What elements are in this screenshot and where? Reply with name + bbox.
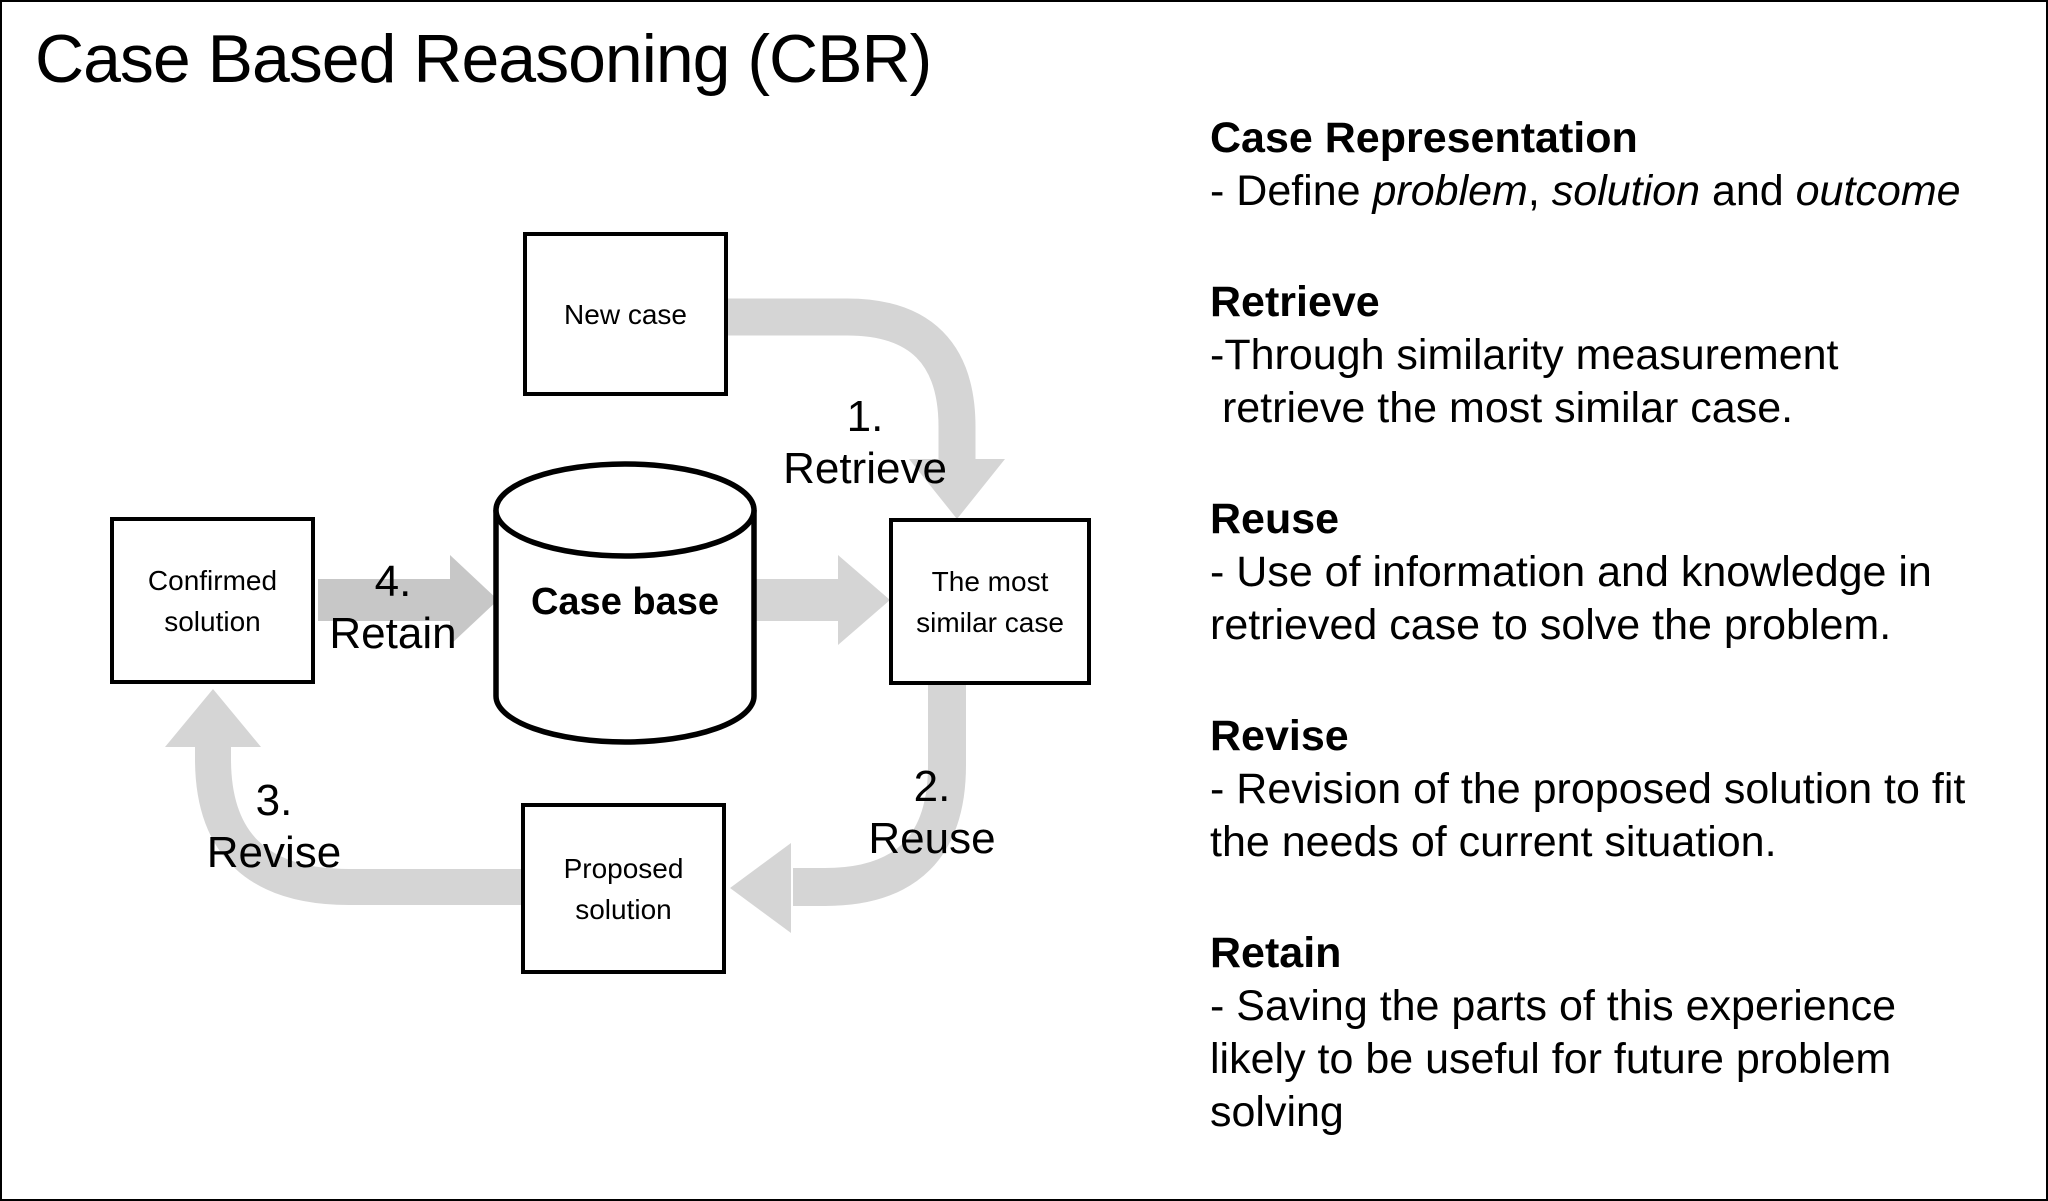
note-line: solving: [1210, 1088, 1344, 1136]
retrieve-arrow-band: [727, 298, 976, 462]
note-line: the needs of current situation.: [1210, 818, 1777, 866]
note-line: retrieved case to solve the problem.: [1210, 601, 1892, 649]
new-case-label: New case: [564, 298, 687, 330]
note-line: - Use of information and knowledge in: [1210, 548, 1932, 596]
step-label-revise: 3. Revise: [124, 775, 424, 879]
step-retain-word: Retain: [329, 609, 457, 658]
notes-panel: Case Representation - Define problem, so…: [1210, 112, 2010, 1197]
note-heading-retrieve: Retrieve: [1210, 278, 1380, 326]
most-similar-case-label-line1: The most: [931, 565, 1049, 597]
note-heading-reuse: Reuse: [1210, 495, 1340, 543]
retrieve-arrow: [727, 298, 1005, 519]
reuse-arrow-band: [793, 685, 966, 906]
step-label-retain: 4. Retain: [243, 556, 543, 660]
note-heading-retain: Retain: [1210, 929, 1342, 977]
step-label-reuse: 2. Reuse: [782, 761, 1082, 865]
revise-arrow: [165, 689, 523, 905]
note-heading-case-representation: Case Representation: [1210, 114, 1638, 162]
revise-arrowhead-icon: [165, 689, 261, 747]
note-line: retrieve the most similar case.: [1210, 384, 1794, 432]
define-term-solution: solution: [1551, 167, 1700, 215]
note-line: - Revision of the proposed solution to f…: [1210, 765, 1966, 813]
proposed-solution-label-line1: Proposed: [563, 852, 684, 884]
reuse-arrow: [730, 685, 966, 933]
note-section-revise: Revise - Revision of the proposed soluti…: [1210, 710, 2010, 869]
confirmed-solution-label-line1: Confirmed: [147, 564, 278, 596]
node-proposed-solution: Proposed solution: [521, 803, 726, 974]
note-section-retrieve: Retrieve -Through similarity measurement…: [1210, 276, 2010, 435]
step-reuse-word: Reuse: [868, 814, 996, 863]
retain-arrow: [318, 555, 498, 645]
cylinder-top: [493, 461, 757, 559]
revise-arrow-band: [195, 746, 523, 905]
page-title: Case Based Reasoning (CBR): [35, 21, 932, 97]
note-section-case-representation: Case Representation - Define problem, so…: [1210, 112, 2010, 218]
step-revise-number: 3.: [255, 776, 293, 825]
define-prefix: - Define: [1210, 167, 1373, 215]
note-heading-revise: Revise: [1210, 712, 1349, 760]
most-similar-case-label-line2: similar case: [916, 606, 1064, 638]
confirmed-solution-label-line2: solution: [164, 605, 261, 637]
retain-arrowhead-icon: [450, 555, 498, 645]
note-section-reuse: Reuse - Use of information and knowledge…: [1210, 493, 2010, 652]
case-base-to-similar-arrow: [756, 555, 890, 645]
step-retrieve-word: Retrieve: [783, 444, 947, 493]
case-base-label: Case base: [496, 577, 754, 627]
node-confirmed-solution: Confirmed solution: [110, 517, 315, 684]
note-line-define: - Define problem, solution and outcome: [1210, 165, 2010, 218]
note-line: - Saving the parts of this experience: [1210, 982, 1896, 1030]
note-line: likely to be useful for future problem: [1210, 1035, 1892, 1083]
retrieve-arrowhead-icon: [909, 459, 1005, 519]
define-term-problem: problem: [1372, 167, 1528, 215]
case-base-to-similar-arrowhead-icon: [838, 555, 890, 645]
step-retain-number: 4.: [374, 557, 412, 606]
cylinder-body: [493, 510, 757, 745]
case-base-label-line1: Case: [530, 581, 622, 623]
case-base-cylinder-icon: [493, 461, 757, 745]
node-most-similar-case: The most similar case: [889, 518, 1091, 685]
step-label-retrieve: 1. Retrieve: [715, 391, 1015, 495]
define-term-outcome: outcome: [1795, 167, 1961, 215]
step-revise-word: Revise: [206, 828, 342, 877]
note-line: -Through similarity measurement: [1210, 331, 1839, 379]
note-section-retain: Retain - Saving the parts of this experi…: [1210, 927, 2010, 1139]
case-base-label-line2: base: [632, 581, 720, 623]
proposed-solution-label-line2: solution: [575, 893, 672, 925]
reuse-arrowhead-icon: [730, 843, 791, 933]
define-sep1: ,: [1527, 167, 1552, 215]
define-sep2: and: [1700, 167, 1796, 215]
step-retrieve-number: 1.: [846, 392, 884, 441]
step-reuse-number: 2.: [913, 762, 951, 811]
node-new-case: New case: [523, 232, 728, 396]
